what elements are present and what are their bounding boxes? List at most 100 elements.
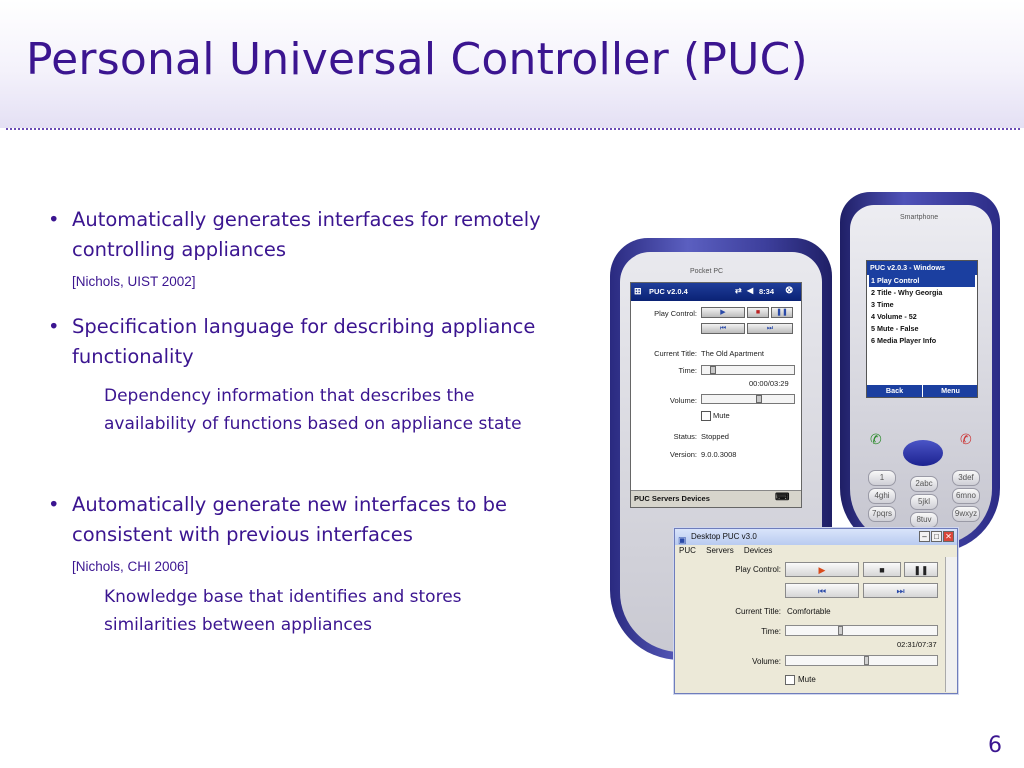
pocket-pc-stop-button[interactable]: ■: [747, 307, 769, 318]
smartphone-item-1[interactable]: 1 Play Control: [869, 275, 975, 287]
stop-icon: ■: [755, 309, 761, 316]
desktop-prev-button[interactable]: ⏮: [785, 583, 859, 598]
slide-number: 6: [988, 733, 1002, 758]
pocket-pc-menu-text[interactable]: PUC Servers Devices: [634, 494, 710, 503]
pocket-pc-time-slider[interactable]: [701, 365, 795, 375]
smartphone-soft-right[interactable]: Menu: [922, 385, 977, 397]
key-4[interactable]: 4ghi: [868, 488, 896, 504]
desktop-scrollbar[interactable]: [945, 557, 957, 692]
pocket-pc-pause-button[interactable]: ❚❚: [771, 307, 793, 318]
desktop-pause-button[interactable]: ❚❚: [904, 562, 938, 577]
slider-thumb[interactable]: [838, 626, 843, 635]
desktop-next-button[interactable]: ⏭: [863, 583, 938, 598]
bullet-dot: •: [48, 208, 60, 231]
desktop-puc-title: Desktop PUC v3.0: [691, 532, 757, 541]
stop-icon: ■: [879, 565, 885, 575]
call-icon[interactable]: ✆: [870, 432, 882, 448]
menu-devices[interactable]: Devices: [743, 546, 773, 555]
close-icon[interactable]: ⊗: [785, 285, 794, 296]
dpad-button[interactable]: [903, 440, 943, 466]
desktop-play-button[interactable]: ▶: [785, 562, 859, 577]
desktop-stop-button[interactable]: ■: [863, 562, 901, 577]
smartphone-item-3[interactable]: 3 Time: [871, 300, 894, 309]
bullet-3-sub: Knowledge base that identifies and store…: [104, 587, 462, 635]
close-button[interactable]: ✕: [943, 531, 954, 542]
pocket-pc-time-label: Time:: [678, 366, 697, 375]
volume-icon: ◀: [747, 286, 754, 295]
desktop-volume-label: Volume:: [752, 657, 781, 666]
bullet-1-text: Automatically generates interfaces for r…: [72, 205, 562, 297]
minimize-button[interactable]: –: [919, 531, 930, 542]
desktop-play-label: Play Control:: [735, 565, 781, 574]
pocket-pc-screen: ⊞ PUC v2.0.4 ⇄ ◀ 8:34 ⊗ Play Control: ▶ …: [630, 282, 802, 508]
bullet-2-sub: Dependency information that describes th…: [104, 386, 522, 434]
play-icon: ▶: [818, 565, 826, 575]
pocket-pc-version-value: 9.0.0.3008: [701, 450, 737, 459]
desktop-time-slider[interactable]: [785, 625, 938, 636]
app-icon: ▣: [678, 535, 687, 545]
desktop-time-value: 02:31/07:37: [897, 640, 937, 649]
maximize-button[interactable]: □: [931, 531, 942, 542]
desktop-mute-checkbox[interactable]: [785, 675, 795, 685]
bullet-3-text: Automatically generate new interfaces to…: [72, 490, 562, 582]
key-9[interactable]: 9wxyz: [952, 506, 980, 522]
windows-start-icon[interactable]: ⊞: [634, 286, 642, 296]
menu-servers[interactable]: Servers: [706, 546, 734, 555]
pocket-pc-prev-button[interactable]: ⏮: [701, 323, 745, 334]
pocket-pc-play-button[interactable]: ▶: [701, 307, 745, 318]
key-5[interactable]: 5jkl: [910, 494, 938, 510]
pocket-pc-menubar: PUC Servers Devices ⌨: [631, 490, 801, 507]
pocket-pc-play-label: Play Control:: [654, 309, 697, 318]
desktop-current-title: Comfortable: [787, 607, 831, 616]
desktop-volume-slider[interactable]: [785, 655, 938, 666]
smartphone-screen: PUC v2.0.3 - Windows 1 Play Control 2 Ti…: [866, 260, 978, 398]
next-icon: ⏭: [766, 325, 774, 332]
desktop-puc-menubar: PUC Servers Devices: [675, 545, 957, 557]
slider-thumb[interactable]: [710, 366, 716, 374]
key-8[interactable]: 8tuv: [910, 512, 938, 528]
menu-puc[interactable]: PUC: [679, 546, 696, 555]
desktop-puc-window: ▣ Desktop PUC v3.0 – □ ✕ PUC Servers Dev…: [674, 528, 958, 694]
smartphone-item-5[interactable]: 5 Mute - False: [871, 324, 919, 333]
key-7[interactable]: 7pqrs: [868, 506, 896, 522]
desktop-time-label: Time:: [761, 627, 781, 636]
pocket-pc-next-button[interactable]: ⏭: [747, 323, 793, 334]
pocket-pc-current-title: The Old Apartment: [701, 349, 764, 358]
smartphone-soft-left[interactable]: Back: [867, 385, 922, 397]
pocket-pc-clock: 8:34: [759, 287, 775, 296]
slider-thumb[interactable]: [756, 395, 762, 403]
pocket-pc-titlebar: ⊞ PUC v2.0.4 ⇄ ◀ 8:34 ⊗: [631, 283, 801, 301]
desktop-mute-label: Mute: [798, 675, 816, 684]
pocket-pc-volume-slider[interactable]: [701, 394, 795, 404]
sync-icon: ⇄: [735, 286, 742, 295]
pause-icon: ❚❚: [913, 565, 929, 575]
next-icon: ⏭: [896, 586, 905, 596]
bullet-dot: •: [48, 493, 60, 516]
key-6[interactable]: 6mno: [952, 488, 980, 504]
pocket-pc-mute-label: Mute: [713, 411, 730, 420]
end-call-icon[interactable]: ✆: [960, 432, 972, 448]
smartphone-title: PUC v2.0.3 - Windows: [867, 261, 977, 275]
bullet-3-label: Automatically generate new interfaces to…: [72, 493, 508, 546]
pocket-pc-mute-checkbox[interactable]: [701, 411, 711, 421]
bullet-1-label: Automatically generates interfaces for r…: [72, 208, 541, 261]
desktop-title-label: Current Title:: [735, 607, 781, 616]
pocket-pc-volume-label: Volume:: [669, 396, 697, 405]
slide-title: Personal Universal Controller (PUC): [26, 34, 808, 85]
pocket-pc-time-value: 00:00/03:29: [749, 379, 789, 388]
key-2[interactable]: 2abc: [910, 476, 938, 492]
key-3[interactable]: 3def: [952, 470, 980, 486]
key-1[interactable]: 1: [868, 470, 896, 486]
smartphone-item-2[interactable]: 2 Title - Why Georgia: [871, 288, 943, 297]
title-bar: [0, 0, 1024, 128]
desktop-puc-content: Play Control: ▶ ■ ❚❚ ⏮ ⏭ Current Title: …: [675, 557, 945, 693]
keyboard-icon[interactable]: ⌨: [775, 492, 790, 503]
smartphone-item-6[interactable]: 6 Media Player Info: [871, 336, 937, 345]
title-divider: [6, 128, 1020, 130]
pocket-pc-title-label: Current Title:: [654, 349, 697, 358]
play-icon: ▶: [720, 309, 726, 316]
previous-icon: ⏮: [817, 586, 827, 596]
slider-thumb[interactable]: [864, 656, 869, 665]
smartphone-item-4[interactable]: 4 Volume - 52: [871, 312, 917, 321]
bullet-2-text: Specification language for describing ap…: [72, 315, 536, 368]
